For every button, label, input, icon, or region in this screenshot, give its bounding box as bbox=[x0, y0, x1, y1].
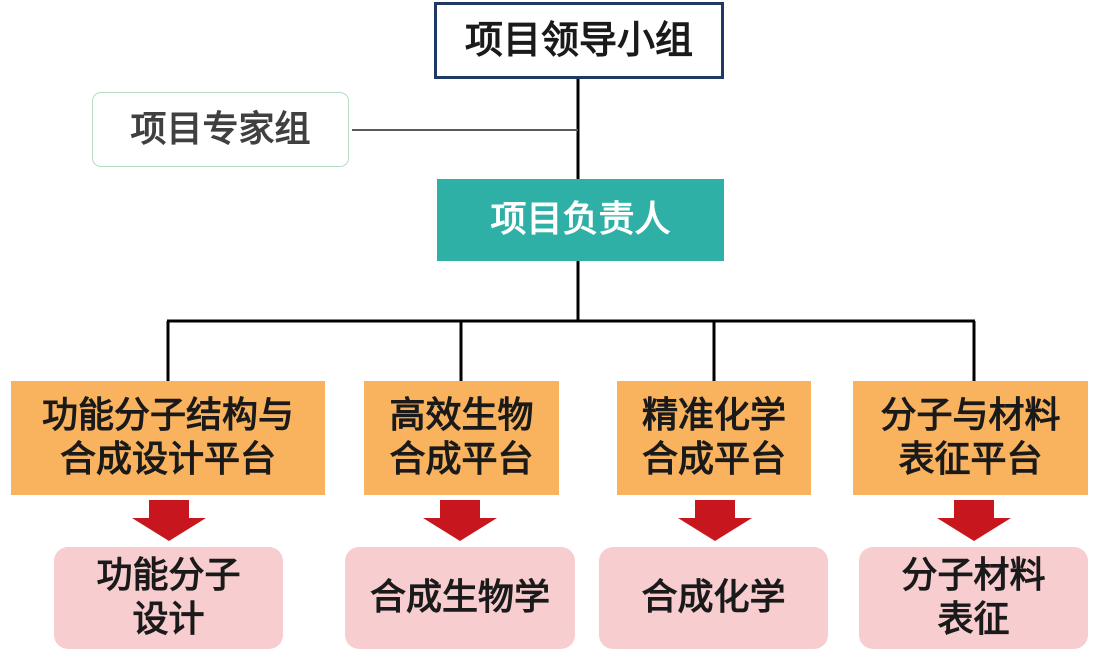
platform-label-1: 功能分子结构与 合成设计平台 bbox=[41, 395, 294, 480]
platform-box-1: 功能分子结构与 合成设计平台 bbox=[11, 381, 325, 495]
project-head-label: 项目负责人 bbox=[490, 199, 671, 241]
leader-group-box: 项目领导小组 bbox=[434, 2, 724, 79]
outcome-label-3: 合成化学 bbox=[641, 577, 786, 619]
platform-label-2: 高效生物 合成平台 bbox=[389, 395, 534, 480]
expert-group-box: 项目专家组 bbox=[92, 92, 349, 167]
leader-group-label: 项目领导小组 bbox=[464, 18, 693, 63]
down-arrow-icon bbox=[937, 500, 1011, 541]
outcome-box-3: 合成化学 bbox=[599, 547, 828, 649]
down-arrow-icon bbox=[132, 500, 206, 541]
platform-box-4: 分子与材料 表征平台 bbox=[853, 381, 1088, 495]
down-arrow-icon bbox=[423, 500, 497, 541]
outcome-box-4: 分子材料 表征 bbox=[859, 547, 1088, 649]
platform-box-3: 精准化学 合成平台 bbox=[617, 381, 811, 495]
expert-group-label: 项目专家组 bbox=[130, 108, 311, 150]
platform-box-2: 高效生物 合成平台 bbox=[364, 381, 559, 495]
outcome-box-1: 功能分子 设计 bbox=[54, 547, 283, 649]
outcome-label-2: 合成生物学 bbox=[369, 577, 550, 619]
outcome-box-2: 合成生物学 bbox=[345, 547, 575, 649]
outcome-label-4: 分子材料 表征 bbox=[901, 555, 1046, 640]
project-head-box: 项目负责人 bbox=[437, 179, 724, 261]
platform-label-4: 分子与材料 表征平台 bbox=[880, 395, 1061, 480]
outcome-label-1: 功能分子 设计 bbox=[96, 555, 241, 640]
platform-label-3: 精准化学 合成平台 bbox=[641, 395, 786, 480]
down-arrow-icon bbox=[678, 500, 752, 541]
